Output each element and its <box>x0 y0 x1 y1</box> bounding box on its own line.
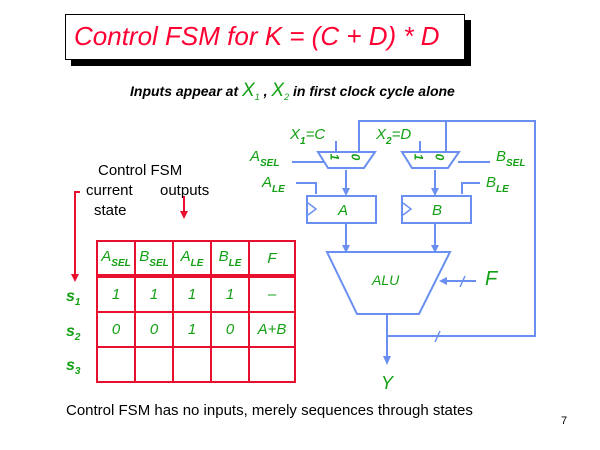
x1-symbol: X1 <box>242 80 260 102</box>
y-label: Y <box>381 373 394 393</box>
cell-s3-bsel <box>134 346 174 383</box>
cell-s3-ale <box>172 346 212 383</box>
register-a-label: A <box>338 202 349 219</box>
register-a-clock-icon <box>307 202 318 216</box>
cell-s2-bsel: 0 <box>134 311 174 348</box>
register-a <box>306 195 377 224</box>
cell-s3-ble <box>210 346 250 383</box>
mux-b-input-0: 0 <box>432 153 447 161</box>
page-number: 7 <box>561 415 568 427</box>
mux-b <box>400 151 461 169</box>
table-header-row: ASEL BSEL ALE BLE F <box>96 240 296 278</box>
header-f: F <box>248 240 296 278</box>
cell-s2-f: A+B <box>248 311 296 348</box>
alu-label: ALU <box>372 272 400 288</box>
x1-label: X1=C <box>290 126 326 147</box>
table-row: 0 0 1 0 A+B <box>96 311 296 348</box>
current-state-arrowhead <box>71 274 79 282</box>
cell-s2-ale: 1 <box>172 311 212 348</box>
f-bus-slash <box>459 275 466 288</box>
cell-s1-asel: 1 <box>96 275 136 313</box>
subtitle-sep: , <box>259 83 272 99</box>
cell-s2-asel: 0 <box>96 311 136 348</box>
cell-s2-ble: 0 <box>210 311 250 348</box>
subtitle-prefix: Inputs appear at <box>130 83 243 99</box>
feedback-bus-slash <box>434 330 441 343</box>
muxb-arrowhead <box>431 188 439 196</box>
ale-wire <box>296 182 317 194</box>
footer-note: Control FSM has no inputs, merely sequen… <box>66 402 473 419</box>
table-row: 1 1 1 1 – <box>96 275 296 313</box>
muxa-arrowhead <box>342 188 350 196</box>
y-arrowhead <box>383 356 391 365</box>
x2-symbol: X2 <box>271 80 290 102</box>
fsm-outputs-label: outputs <box>160 182 210 199</box>
subtitle-suffix: in first clock cycle alone <box>289 83 455 99</box>
state-label-s2: s2 <box>66 323 81 343</box>
feedback-wire <box>358 120 536 337</box>
alu-a-arrowhead <box>342 245 350 253</box>
register-b <box>401 195 472 224</box>
current-state-arrow <box>74 191 80 278</box>
table-row <box>96 346 296 383</box>
fsm-state-label: state <box>94 202 127 219</box>
register-b-label: B <box>432 202 443 219</box>
fsm-output-table: ASEL BSEL ALE BLE F 1 1 1 1 – 0 0 1 0 A+… <box>96 240 296 383</box>
mux-b-input-1: 1 <box>411 153 426 161</box>
ble-wire <box>461 182 480 194</box>
header-ble: BLE <box>210 240 250 278</box>
cell-s1-ale: 1 <box>172 275 212 313</box>
mux-a <box>316 151 377 169</box>
cell-s3-asel <box>96 346 136 383</box>
ale-label: ALE <box>262 174 285 195</box>
x2-label: X2=D <box>376 126 412 147</box>
fsm-heading: Control FSM <box>98 162 183 179</box>
alu-b-arrowhead <box>431 245 439 253</box>
header-asel: ASEL <box>96 240 136 278</box>
mux-a-input-0: 0 <box>348 153 363 161</box>
slide-title: Control FSM for K = (C + D) * D <box>74 21 440 51</box>
outputs-arrowhead <box>180 211 188 219</box>
ble-label: BLE <box>486 174 509 195</box>
f-arrowhead <box>439 277 447 285</box>
header-bsel: BSEL <box>134 240 174 278</box>
mux-a-input-1: 1 <box>327 153 342 161</box>
state-label-s1: s1 <box>66 288 81 308</box>
alu <box>325 251 452 315</box>
state-label-s3: s3 <box>66 357 81 377</box>
asel-label: ASEL <box>250 148 280 169</box>
fsm-current-label: current <box>86 182 133 199</box>
f-label: F <box>485 268 498 290</box>
register-b-clock-icon <box>402 202 413 216</box>
subtitle: Inputs appear at X1 , X2 in first clock … <box>130 80 455 102</box>
title-box: Control FSM for K = (C + D) * D <box>65 14 465 60</box>
cell-s1-f: – <box>248 275 296 313</box>
bsel-label: BSEL <box>496 148 526 169</box>
cell-s3-f <box>248 346 296 383</box>
cell-s1-ble: 1 <box>210 275 250 313</box>
header-ale: ALE <box>172 240 212 278</box>
cell-s1-bsel: 1 <box>134 275 174 313</box>
